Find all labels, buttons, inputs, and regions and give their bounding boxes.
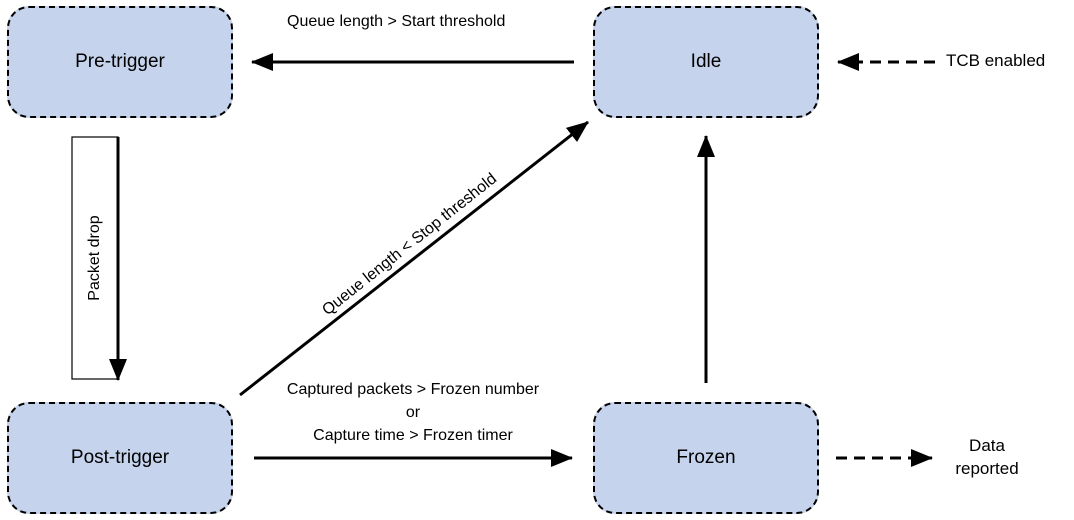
state-idle: Idle	[593, 6, 819, 118]
start-condition-label: Queue length > Start threshold	[287, 13, 506, 30]
state-pre-trigger: Pre-trigger	[7, 6, 233, 118]
state-idle-label: Idle	[690, 51, 722, 72]
state-post-trigger: Post-trigger	[7, 402, 233, 514]
state-pre-trigger-label: Pre-trigger	[75, 51, 165, 72]
data-reported-line-1: Data	[969, 436, 1005, 455]
state-frozen-label: Frozen	[676, 447, 736, 468]
freeze-condition-line-1: Captured packets > Frozen number	[286, 381, 540, 398]
packet-drop-label: Packet drop	[86, 215, 103, 301]
state-frozen: Frozen	[593, 402, 819, 514]
data-reported-line-2: reported	[955, 459, 1019, 478]
packet-drop-box	[71, 136, 119, 380]
state-post-trigger-label: Post-trigger	[70, 447, 170, 468]
freeze-condition-line-2: Capture time > Frozen timer	[313, 427, 513, 444]
arrow-posttrigger-to-idle	[239, 120, 589, 397]
data-reported-label: Data reported	[955, 434, 1018, 480]
tcb-enabled-label: TCB enabled	[946, 51, 1046, 70]
freeze-condition-label: Captured packets > Frozen number or Capt…	[287, 378, 539, 447]
freeze-condition-or: or	[405, 404, 421, 421]
